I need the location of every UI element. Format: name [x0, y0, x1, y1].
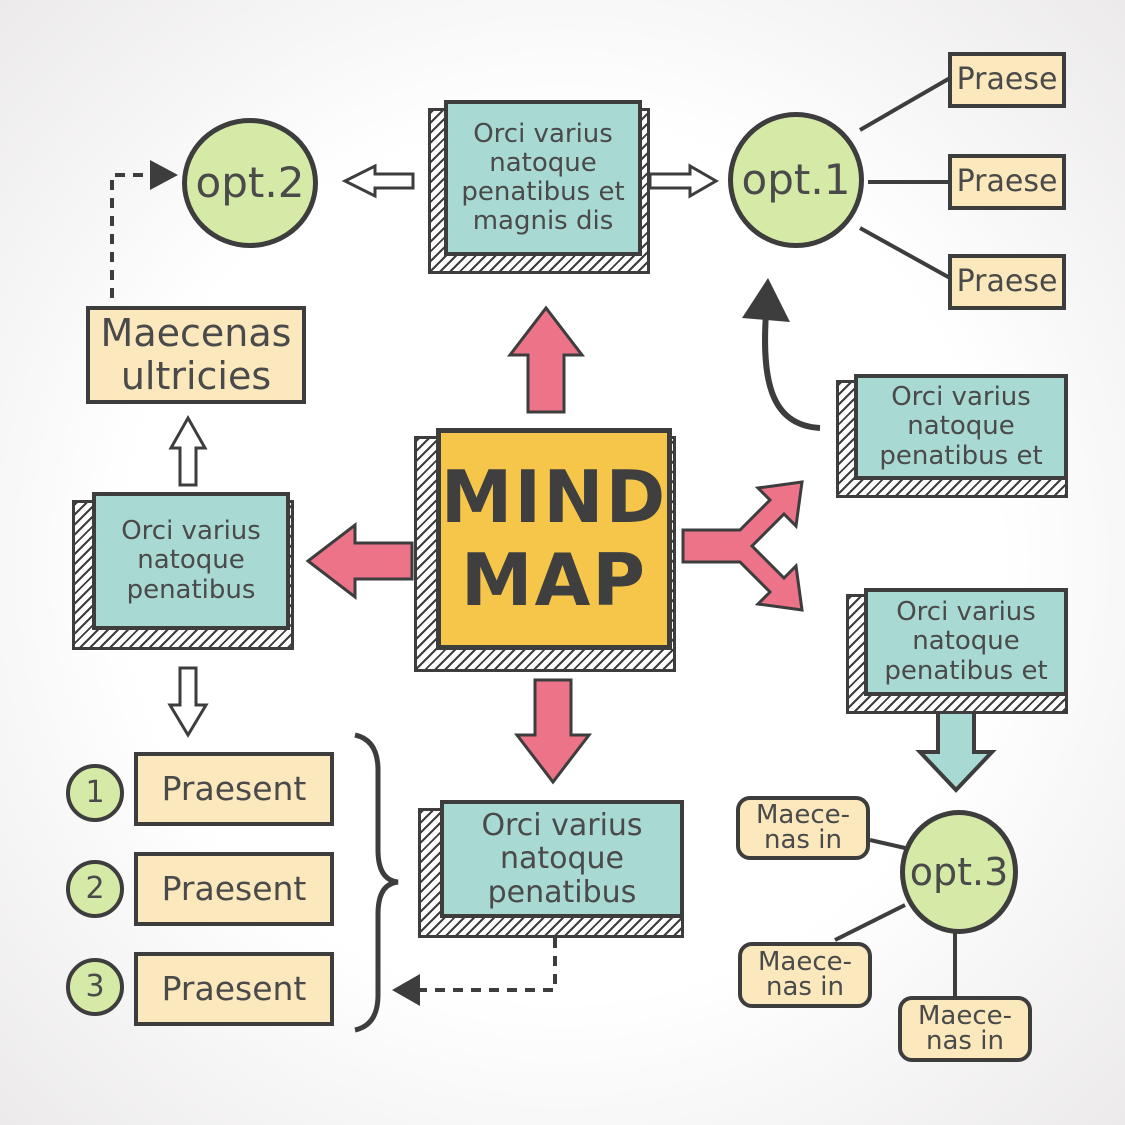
opt3-label: opt.3: [909, 849, 1009, 894]
maecenas-text: Maecenas ultricies: [100, 311, 292, 398]
pink-arrow-up: [506, 305, 586, 414]
opt1-circle: opt.1: [728, 112, 864, 248]
right-lower-topic-box: Orci varius natoque penatibus et: [864, 588, 1068, 696]
center-title-line1: MIND: [440, 455, 668, 540]
dashed-connector-opt2: [110, 173, 150, 298]
list-number: 3: [85, 969, 105, 1005]
list-number: 1: [85, 775, 105, 811]
top-topic-box: Orci varius natoque penatibus et magnis …: [444, 100, 642, 256]
opt3-branch-box: Maece- nas in: [738, 942, 872, 1008]
opt1-branch-text: Praese: [956, 62, 1058, 98]
opt3-branch-line: [869, 838, 906, 850]
left-topic-box: Orci varius natoque penatibus: [92, 492, 290, 630]
pink-arrow-fork: [681, 480, 804, 612]
list-number-badge: 3: [66, 958, 124, 1016]
opt1-branch-line: [858, 76, 952, 132]
pink-arrow-left: [305, 521, 414, 601]
list-item-box: Praesent: [134, 852, 334, 926]
curved-arrow-to-opt1: [762, 299, 821, 431]
opt3-branch-text: Maece- nas in: [917, 1001, 1013, 1056]
opt3-branch-text: Maece- nas in: [755, 800, 851, 855]
list-item-label: Praesent: [161, 768, 307, 808]
maecenas-box: Maecenas ultricies: [86, 306, 306, 404]
right-upper-topic-box: Orci varius natoque penatibus et: [854, 374, 1068, 480]
opt1-branch-box: Praese: [948, 154, 1066, 210]
opt2-label: opt.2: [195, 158, 305, 208]
opt1-branch-box: Praese: [948, 52, 1066, 108]
opt3-circle: opt.3: [900, 810, 1018, 934]
top-topic-text: Orci varius natoque penatibus et magnis …: [461, 118, 625, 237]
arrow-to-opt2: [341, 163, 415, 199]
dashed-arrowhead-bottom: [392, 974, 420, 1006]
list-item-box: Praesent: [134, 952, 334, 1026]
list-number-badge: 2: [66, 860, 124, 918]
opt1-branch-box: Praese: [948, 254, 1066, 310]
bottom-topic-text: Orci varius natoque penatibus: [481, 807, 643, 910]
list-number-badge: 1: [66, 764, 124, 822]
list-number: 2: [85, 871, 105, 907]
list-item-label: Praesent: [161, 868, 307, 908]
opt3-branch-box: Maece- nas in: [736, 796, 870, 860]
left-topic-text: Orci varius natoque penatibus: [121, 516, 261, 605]
dashed-connector-bottom: [420, 938, 557, 992]
right-lower-topic-text: Orci varius natoque penatibus et: [884, 597, 1048, 686]
opt1-label: opt.1: [741, 155, 851, 205]
opt1-branch-text: Praese: [956, 164, 1058, 200]
right-upper-topic-text: Orci varius natoque penatibus et: [879, 382, 1043, 471]
opt3-branch-text: Maece- nas in: [757, 947, 853, 1002]
list-bracket: [354, 732, 399, 1033]
arrow-to-opt1: [648, 163, 720, 199]
teal-arrow-down-to-opt3: [915, 706, 997, 793]
bottom-topic-box: Orci varius natoque penatibus: [440, 800, 684, 918]
opt3-branch-box: Maece- nas in: [898, 996, 1032, 1062]
opt1-branch-line: [859, 226, 951, 280]
list-item-box: Praesent: [134, 752, 334, 826]
dashed-arrowhead-opt2: [150, 160, 178, 190]
opt1-branch-text: Praese: [956, 264, 1058, 300]
arrow-to-maecenas: [168, 414, 208, 487]
arrow-to-list: [167, 666, 209, 738]
opt2-circle: opt.2: [182, 118, 318, 248]
opt3-branch-line: [834, 903, 906, 942]
center-title-line2: MAP: [460, 538, 648, 622]
list-item-label: Praesent: [161, 968, 307, 1008]
curved-arrowhead: [742, 278, 790, 322]
pink-arrow-down: [513, 678, 593, 785]
